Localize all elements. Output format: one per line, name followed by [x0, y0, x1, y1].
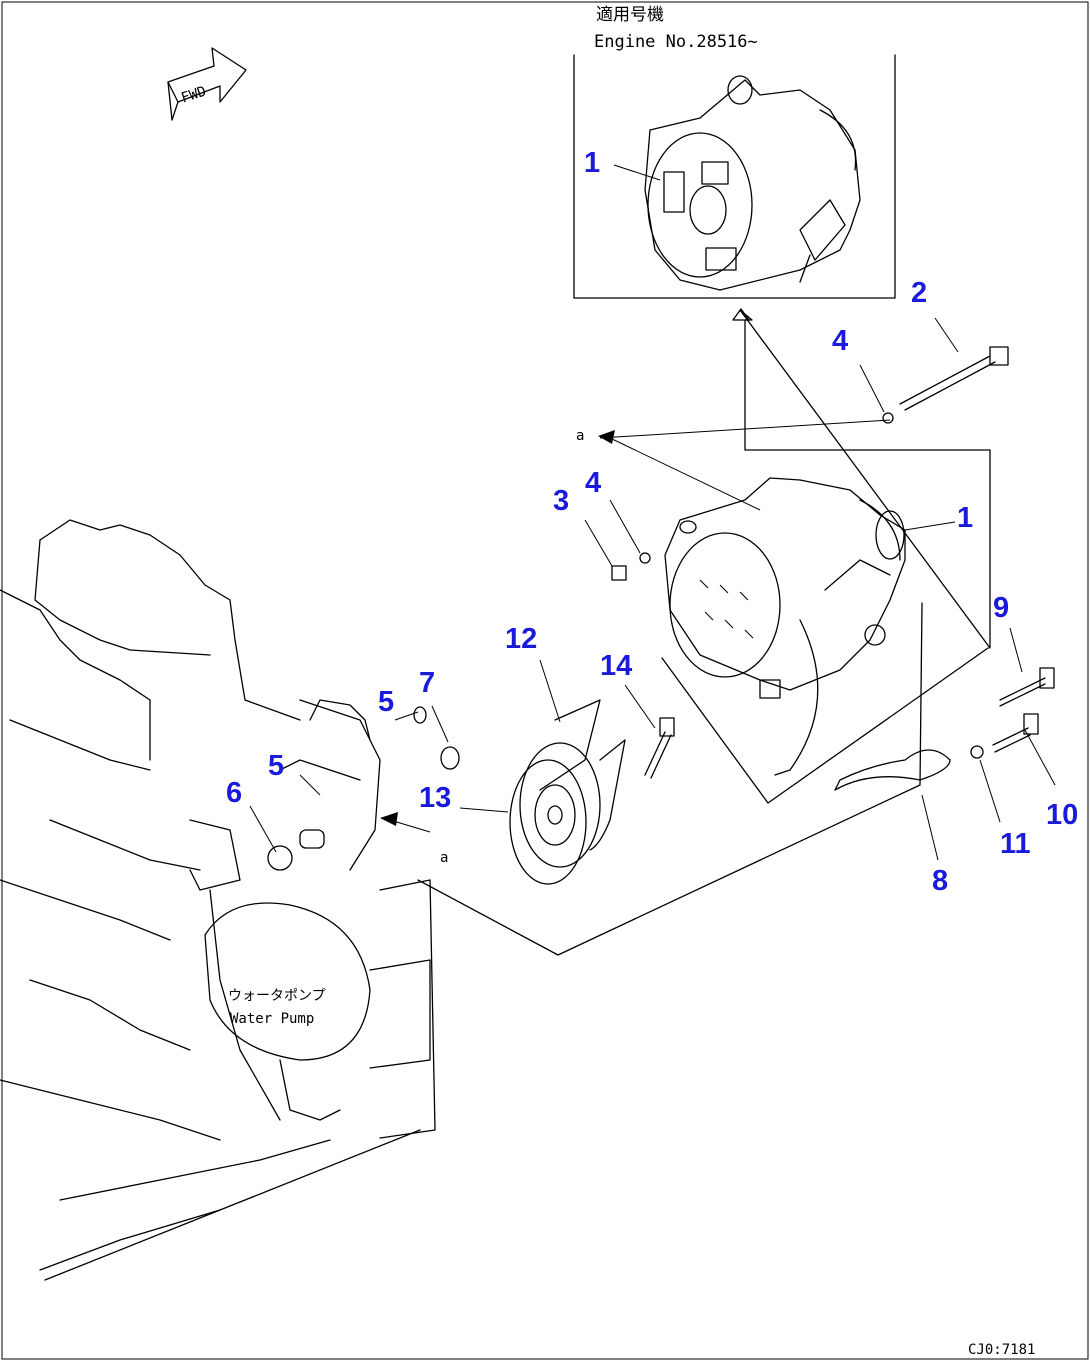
callout-4: 4 — [585, 467, 601, 499]
callout-12: 12 — [505, 623, 537, 655]
callout-14: 14 — [600, 650, 632, 682]
callout-5-a: 5 — [378, 686, 394, 718]
assembly-outline-lower — [417, 602, 923, 956]
ref-a-lower: a — [440, 850, 448, 866]
belt-drawing — [539, 699, 601, 791]
ref-a-upper: a — [576, 428, 584, 444]
water-pump-jp: ウォータポンプ — [228, 988, 326, 1004]
header-en: Engine No.28516~ — [594, 32, 758, 52]
callout-1-detail: 1 — [584, 147, 600, 179]
reference-link-line — [739, 309, 991, 649]
cap-part — [440, 746, 460, 770]
fwd-label: FWD — [179, 83, 208, 106]
callout-11: 11 — [1000, 828, 1031, 860]
bolt-2-drawing — [904, 361, 996, 411]
callout-13: 13 — [419, 782, 451, 814]
pulley-drawing — [509, 739, 626, 885]
leader-axis — [599, 419, 891, 439]
callout-9: 9 — [993, 592, 1009, 624]
header-jp: 適用号機 — [596, 5, 664, 25]
bracket-part — [834, 749, 951, 791]
fwd-arrow-icon: FWD — [167, 47, 247, 121]
detail-box — [573, 54, 896, 299]
alternator-main-drawing — [664, 477, 906, 776]
callout-3: 3 — [553, 485, 569, 517]
callout-8: 8 — [932, 865, 948, 897]
up-arrow-icon — [732, 308, 750, 321]
callout-7: 7 — [419, 667, 435, 699]
alternator-detail-drawing — [644, 75, 861, 291]
water-pump-en: Water Pump — [230, 1011, 314, 1027]
callout-1: 1 — [957, 502, 973, 534]
callout-5-b: 5 — [268, 750, 284, 782]
arrow-icon-upper — [598, 430, 615, 444]
arrow-icon — [380, 812, 398, 826]
engine-block-drawing: ウォータポンプ Water Pump — [0, 519, 436, 1281]
callout-6: 6 — [226, 777, 242, 809]
assembly-outline — [661, 647, 989, 804]
callout-4-upper: 4 — [832, 325, 848, 357]
drawing-code: CJ0:7181 — [968, 1342, 1035, 1358]
callout-10: 10 — [1046, 799, 1078, 831]
callout-2: 2 — [911, 277, 927, 309]
